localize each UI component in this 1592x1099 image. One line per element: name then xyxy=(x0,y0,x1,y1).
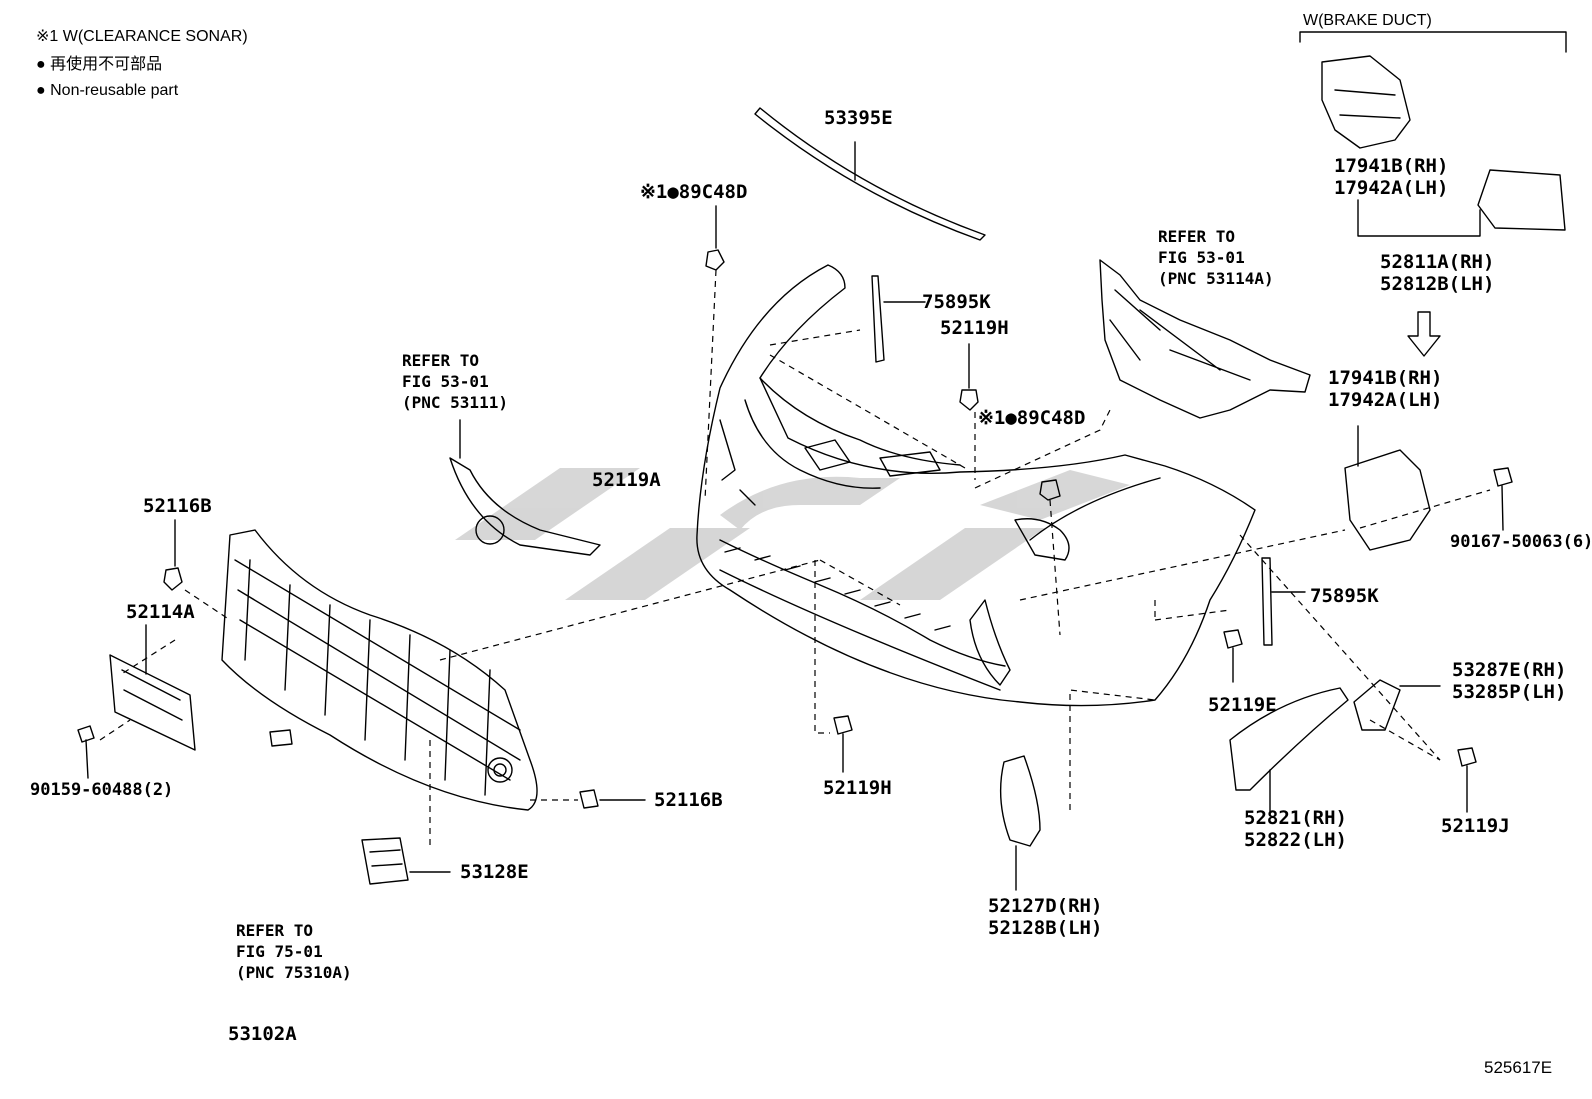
label-53395e[interactable]: 53395E xyxy=(824,107,893,129)
label-52119j[interactable]: 52119J xyxy=(1441,815,1510,837)
moulding-53395e xyxy=(754,107,986,241)
arrow-down xyxy=(1407,311,1441,357)
label-89c48d-mid[interactable]: ※1●89C48D xyxy=(978,407,1086,429)
bumper-cover-52119a xyxy=(696,264,1256,707)
label-52114a[interactable]: 52114A xyxy=(126,601,195,623)
fender-piece-52821 xyxy=(1229,687,1349,791)
refer-note-75310a[interactable]: REFER TO FIG 75-01 (PNC 75310A) xyxy=(236,920,352,983)
seal-75895k-top xyxy=(871,275,885,363)
garnish-53111 xyxy=(449,457,601,556)
legend-non-reusable-en: ● Non-reusable part xyxy=(36,82,179,99)
label-52119h-bottom[interactable]: 52119H xyxy=(823,777,892,799)
bracket-53128e xyxy=(361,837,409,885)
label-90159[interactable]: 90159-60488(2) xyxy=(30,780,174,800)
bracket-53287e xyxy=(1353,679,1401,731)
refer-note-line: REFER TO xyxy=(402,351,480,370)
label-52127d[interactable]: 52127D(RH) xyxy=(988,895,1103,917)
seal-75895k-right xyxy=(1261,557,1273,646)
label-17942a-mid[interactable]: 17942A(LH) xyxy=(1328,389,1443,411)
label-52119e[interactable]: 52119E xyxy=(1208,694,1277,716)
label-53285p[interactable]: 53285P(LH) xyxy=(1452,681,1567,703)
emblem-piece xyxy=(269,729,293,747)
label-52128b[interactable]: 52128B(LH) xyxy=(988,917,1103,939)
refer-note-line: (PNC 75310A) xyxy=(236,963,352,982)
label-53287e[interactable]: 53287E(RH) xyxy=(1452,659,1567,681)
label-17942a-top[interactable]: 17942A(LH) xyxy=(1334,177,1449,199)
bracket-53114a xyxy=(1099,259,1311,419)
brake-duct-17941b-mid xyxy=(1344,449,1431,551)
label-52812b[interactable]: 52812B(LH) xyxy=(1380,273,1495,295)
label-53128e[interactable]: 53128E xyxy=(460,861,529,883)
label-17941b-top[interactable]: 17941B(RH) xyxy=(1334,155,1449,177)
legend-non-reusable-jp: ● 再使用不可部品 xyxy=(36,56,163,73)
refer-note-line: REFER TO xyxy=(236,921,314,940)
clip-52116b-right xyxy=(579,789,599,809)
label-52821[interactable]: 52821(RH) xyxy=(1244,807,1347,829)
grille-53102a xyxy=(221,529,538,811)
clip-52119h-bottom xyxy=(833,715,853,735)
brake-duct-17941b-top xyxy=(1321,55,1411,149)
refer-note-line: FIG 53-01 xyxy=(402,372,489,391)
screw-90167 xyxy=(1493,467,1513,531)
refer-note-line: (PNC 53114A) xyxy=(1158,269,1274,288)
clip-89c48d-top xyxy=(705,249,725,271)
refer-note-line: FIG 75-01 xyxy=(236,942,323,961)
legend-sonar-note: ※1 W(CLEARANCE SONAR) xyxy=(36,28,248,45)
refer-note-line: FIG 53-01 xyxy=(1158,248,1245,267)
label-75895k-top[interactable]: 75895K xyxy=(922,291,991,313)
clip-52119j xyxy=(1457,747,1477,767)
label-90167[interactable]: 90167-50063(6) xyxy=(1450,532,1592,552)
brake-duct-header: W(BRAKE DUCT) xyxy=(1303,12,1432,29)
label-52119a[interactable]: 52119A xyxy=(592,469,661,491)
diagram-id: 525617E xyxy=(1484,1058,1553,1077)
refer-note-53114a[interactable]: REFER TO FIG 53-01 (PNC 53114A) xyxy=(1158,226,1274,289)
clip-89c48d-mid xyxy=(1039,479,1061,501)
label-52116b-right[interactable]: 52116B xyxy=(654,789,723,811)
label-17941b-mid[interactable]: 17941B(RH) xyxy=(1328,367,1443,389)
brake-duct-52811a xyxy=(1477,169,1566,231)
refer-note-line: (PNC 53111) xyxy=(402,393,508,412)
clip-52119e xyxy=(1223,629,1243,649)
label-53102a[interactable]: 53102A xyxy=(228,1023,297,1045)
clip-52116b-top xyxy=(163,567,183,591)
refer-note-line: REFER TO xyxy=(1158,227,1236,246)
label-52116b-top[interactable]: 52116B xyxy=(143,495,212,517)
screw-90159 xyxy=(77,725,95,779)
label-75895k-right[interactable]: 75895K xyxy=(1310,585,1379,607)
refer-note-53111[interactable]: REFER TO FIG 53-01 (PNC 53111) xyxy=(402,350,508,413)
plate-bracket-52114a xyxy=(109,654,196,751)
reflector-52127d xyxy=(999,755,1041,847)
label-89c48d-top[interactable]: ※1●89C48D xyxy=(640,181,748,203)
label-52811a[interactable]: 52811A(RH) xyxy=(1380,251,1495,273)
label-52822[interactable]: 52822(LH) xyxy=(1244,829,1347,851)
clip-52119h-top xyxy=(959,389,979,411)
label-52119h-top[interactable]: 52119H xyxy=(940,317,1009,339)
